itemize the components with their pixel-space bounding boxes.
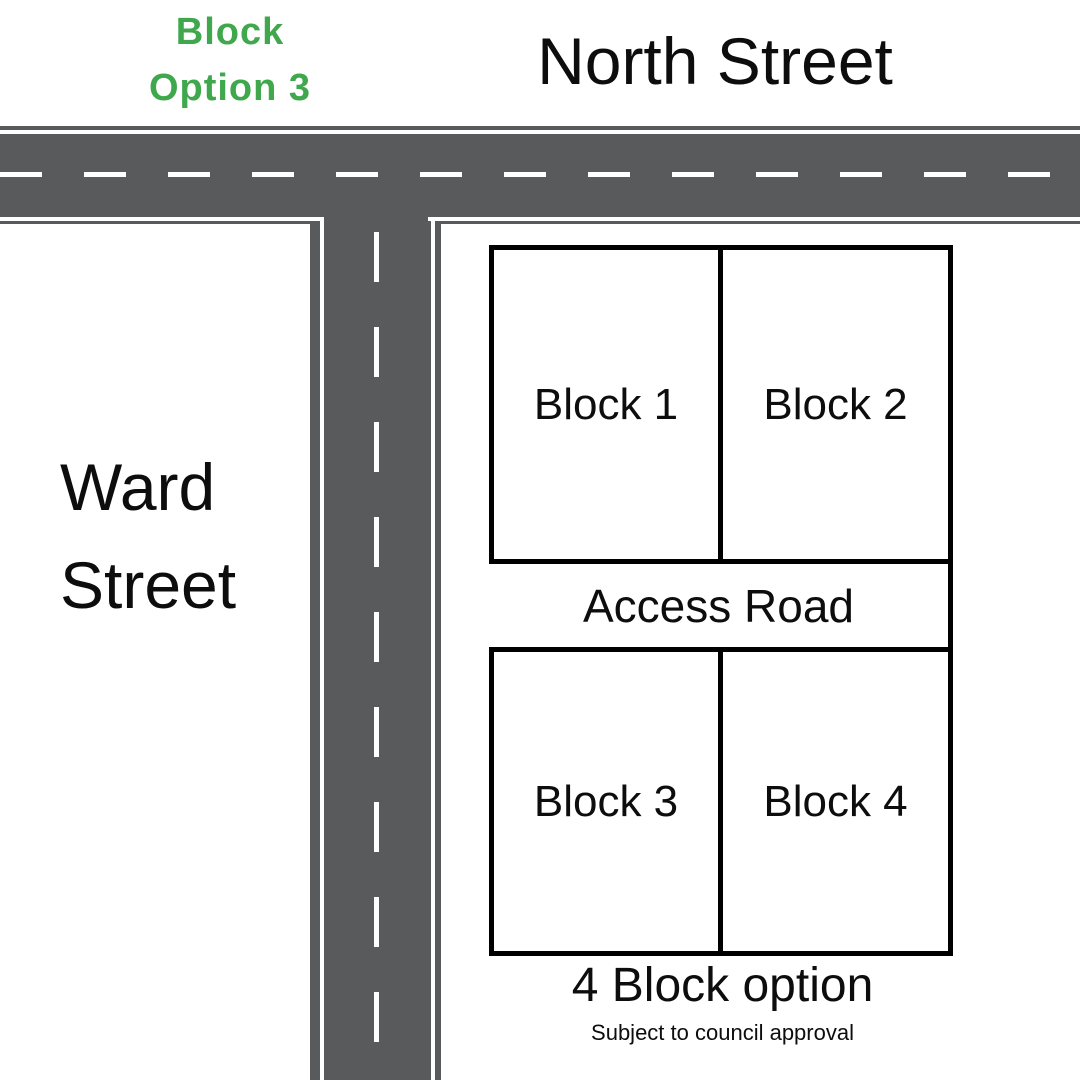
plan-option-title: Block Option 3 [100,4,360,116]
block-group-top: Block 1 Block 2 [489,245,953,564]
north-road-center-dashed-line [0,172,1080,177]
access-road: Access Road [489,564,953,647]
footer-subtitle: Subject to council approval [591,1020,854,1045]
block-2-label: Block 2 [763,379,908,429]
block-group-bottom: Block 3 Block 4 [489,647,953,956]
north-road-top-edge-line [0,130,1080,134]
footer-caption: 4 Block option Subject to council approv… [450,958,995,1048]
ward-street-label-line2: Street [60,548,237,622]
ward-road-left-edge-line [320,217,324,1080]
block-2: Block 2 [723,250,948,559]
north-road-bottom-edge-line-right [428,217,1080,221]
north-road-bottom-edge-line-left [0,217,324,221]
block-3: Block 3 [494,652,723,951]
footer-title: 4 Block option [571,959,874,1012]
north-street-label: North Street [537,24,893,98]
ward-road-right-edge-line [431,217,435,1080]
ward-street-label: Ward Street [60,438,236,634]
plan-option-title-line1: Block [175,11,285,53]
block-1-label: Block 1 [533,379,679,429]
access-road-label: Access Road [582,579,854,632]
block-4: Block 4 [723,652,948,951]
block-4-label: Block 4 [763,776,908,826]
ward-street-label-line1: Ward [60,450,216,524]
block-3-label: Block 3 [533,776,679,826]
ward-road-center-dashed-line [374,232,379,1080]
block-1: Block 1 [494,250,723,559]
plan-option-title-line2: Option 3 [148,67,312,109]
